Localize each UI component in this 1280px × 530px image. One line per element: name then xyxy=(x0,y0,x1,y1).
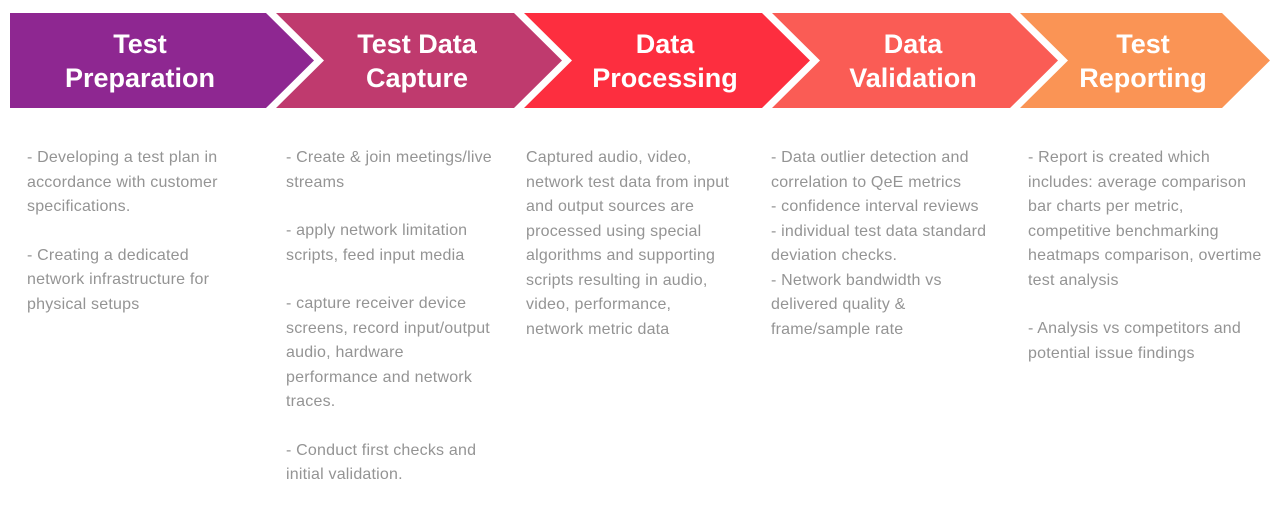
stage-title-test-data-capture: Test Data Capture xyxy=(321,27,517,95)
stage-title-test-reporting: Test Reporting xyxy=(1043,27,1247,95)
stage-title-line: Capture xyxy=(365,62,468,93)
stage-description-paragraph: - individual test data standard deviatio… xyxy=(771,222,987,265)
stage-description-paragraph: - Creating a dedicated network infrastru… xyxy=(27,246,210,313)
stage-description-paragraph: - Analysis vs competitors and potential … xyxy=(1028,320,1241,362)
stage-arrow-data-processing: Data Processing xyxy=(524,13,810,108)
stage-arrow-test-preparation: Test Preparation xyxy=(10,13,314,108)
stage-description-paragraph: Captured audio, video, network test data… xyxy=(526,149,730,338)
stage-title-line: Validation xyxy=(849,62,977,93)
stage-title-line: Preparation xyxy=(64,62,216,93)
stage-description-paragraph: - capture receiver device screens, recor… xyxy=(286,295,490,410)
stage-title-test-preparation: Test Preparation xyxy=(65,27,259,95)
stage-description-paragraph: - Conduct first checks and initial valid… xyxy=(286,441,477,484)
stage-title-line: Reporting xyxy=(1079,62,1207,93)
stage-description-paragraph: - Create & join meetings/live streams xyxy=(286,149,492,191)
stage-arrow-data-validation: Data Validation xyxy=(772,13,1058,108)
stage-description-paragraph: - Data outlier detection and correlation… xyxy=(771,149,969,191)
stage-title-data-processing: Data Processing xyxy=(556,27,778,95)
stage-title-line: Data xyxy=(635,28,695,59)
stage-description-data-validation: - Data outlier detection and correlation… xyxy=(771,146,987,342)
stage-title-line: Test xyxy=(113,28,167,59)
stage-description-paragraph: - Developing a test plan in accordance w… xyxy=(27,149,218,215)
stage-description-paragraph: - apply network limitation scripts, feed… xyxy=(286,222,468,264)
stage-description-test-reporting: - Report is created which includes: aver… xyxy=(1028,146,1266,366)
stage-title-line: Test Data xyxy=(357,28,477,59)
stage-description-paragraph: - Network bandwidth vs delivered quality… xyxy=(771,271,942,338)
stage-description-paragraph: - Report is created which includes: aver… xyxy=(1028,149,1262,289)
stage-title-data-validation: Data Validation xyxy=(813,27,1017,95)
stage-description-paragraph: - confidence interval reviews xyxy=(771,198,979,215)
stage-title-line: Processing xyxy=(592,62,738,93)
stage-description-test-preparation: - Developing a test plan in accordance w… xyxy=(27,146,249,317)
stage-arrow-test-data-capture: Test Data Capture xyxy=(276,13,562,108)
stage-description-test-data-capture: - Create & join meetings/live streams - … xyxy=(286,146,492,488)
stage-title-line: Data xyxy=(883,28,943,59)
stage-title-line: Test xyxy=(1116,28,1170,59)
stage-description-data-processing: Captured audio, video, network test data… xyxy=(526,146,732,342)
